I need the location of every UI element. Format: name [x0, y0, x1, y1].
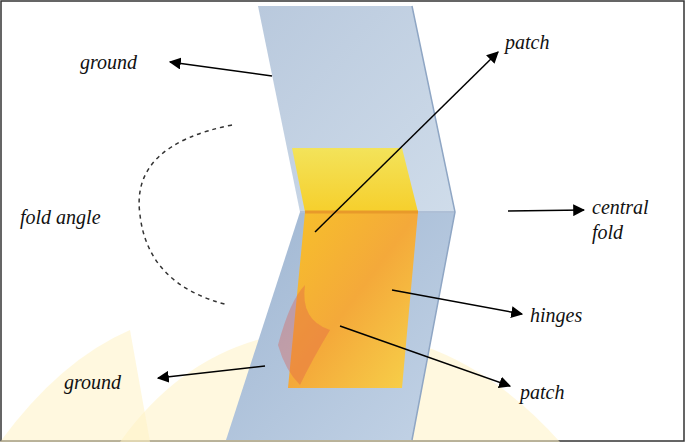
angle-label: fold angle: [20, 205, 101, 230]
leader-arrow: [315, 52, 498, 232]
hinge-line: [305, 211, 418, 214]
leader-arrow: [392, 290, 522, 314]
upper-patch: [292, 148, 418, 212]
watermark-shape: [0, 330, 150, 442]
leader-arrow: [340, 326, 510, 386]
leader-arrow: [508, 210, 584, 211]
fold-angle-arc: [139, 125, 232, 305]
part-label: patch: [520, 380, 564, 405]
watermark-flame: [278, 285, 330, 385]
leader-arrow: [170, 62, 272, 76]
upper-ground-sheet: [258, 6, 455, 212]
part-label: hinges: [530, 303, 582, 328]
sheet-edge: [412, 6, 455, 440]
part-label: central fold: [592, 195, 664, 245]
part-label: patch: [505, 30, 549, 55]
part-label: ground: [80, 50, 137, 75]
leader-arrow: [158, 366, 265, 378]
part-label: ground: [64, 370, 121, 395]
central-fold-line: [300, 211, 455, 213]
